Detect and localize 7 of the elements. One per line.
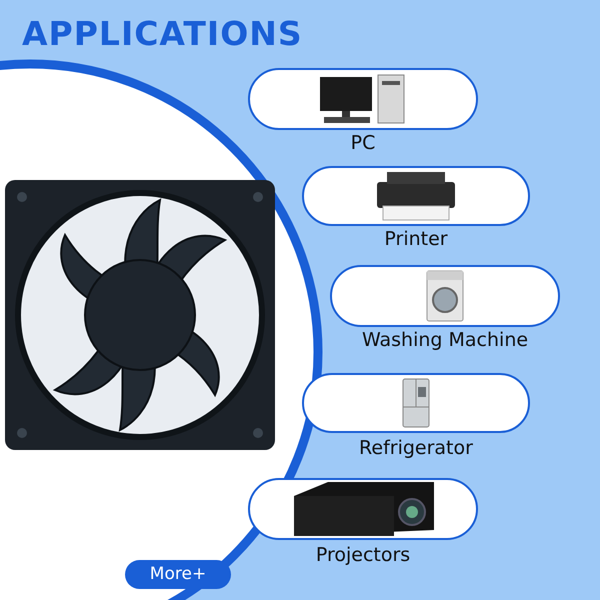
application-label: Projectors xyxy=(314,544,412,566)
application-label: Printer xyxy=(383,228,449,250)
more-button: More+ xyxy=(125,560,231,589)
title: APPLICATIONS xyxy=(22,14,303,53)
application-label: PC xyxy=(350,132,376,154)
application-label: Washing Machine xyxy=(360,329,530,351)
application-label: Refrigerator xyxy=(358,437,474,459)
